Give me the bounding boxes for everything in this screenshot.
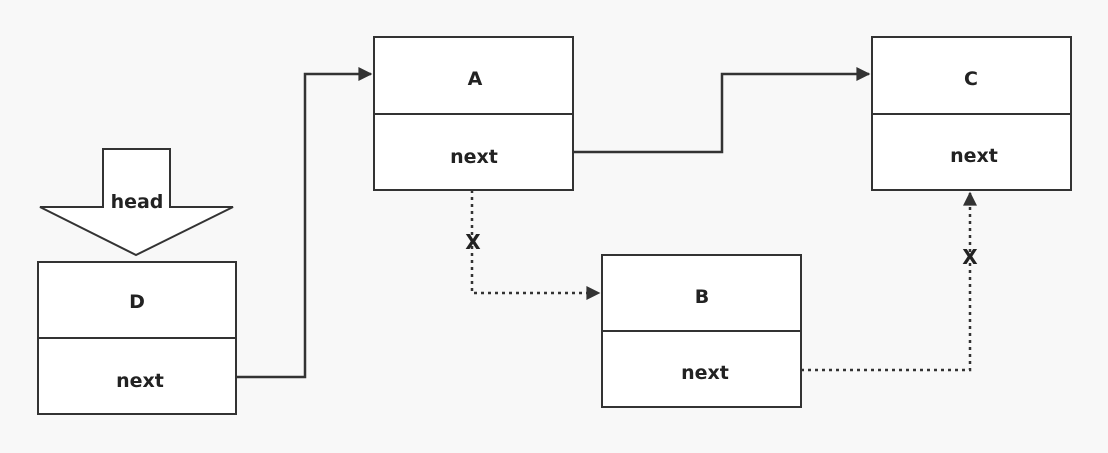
removed-link-a-to-b-arrow [470,190,601,300]
node-a-next-label: next [450,146,498,168]
node-d-next-label: next [116,370,164,392]
node-d: D next [37,261,237,415]
link-a-to-c-arrow [573,67,871,154]
head-pointer-arrow: head [39,148,234,257]
node-a-value: A [468,68,483,90]
removed-link-a-to-b-mark: X [465,230,481,254]
node-c-value: C [964,68,978,90]
node-b-next-label: next [681,362,729,384]
link-d-to-a-arrow [236,67,373,379]
node-b: B next [601,254,802,408]
node-d-value: D [129,291,145,313]
node-a: A next [373,36,574,191]
node-c-next-label: next [950,145,998,167]
removed-link-b-to-c-mark: X [962,245,978,269]
head-label: head [111,191,164,213]
node-b-value: B [695,286,709,308]
removed-link-b-to-c-arrow [801,191,977,372]
node-c: C next [871,36,1072,191]
